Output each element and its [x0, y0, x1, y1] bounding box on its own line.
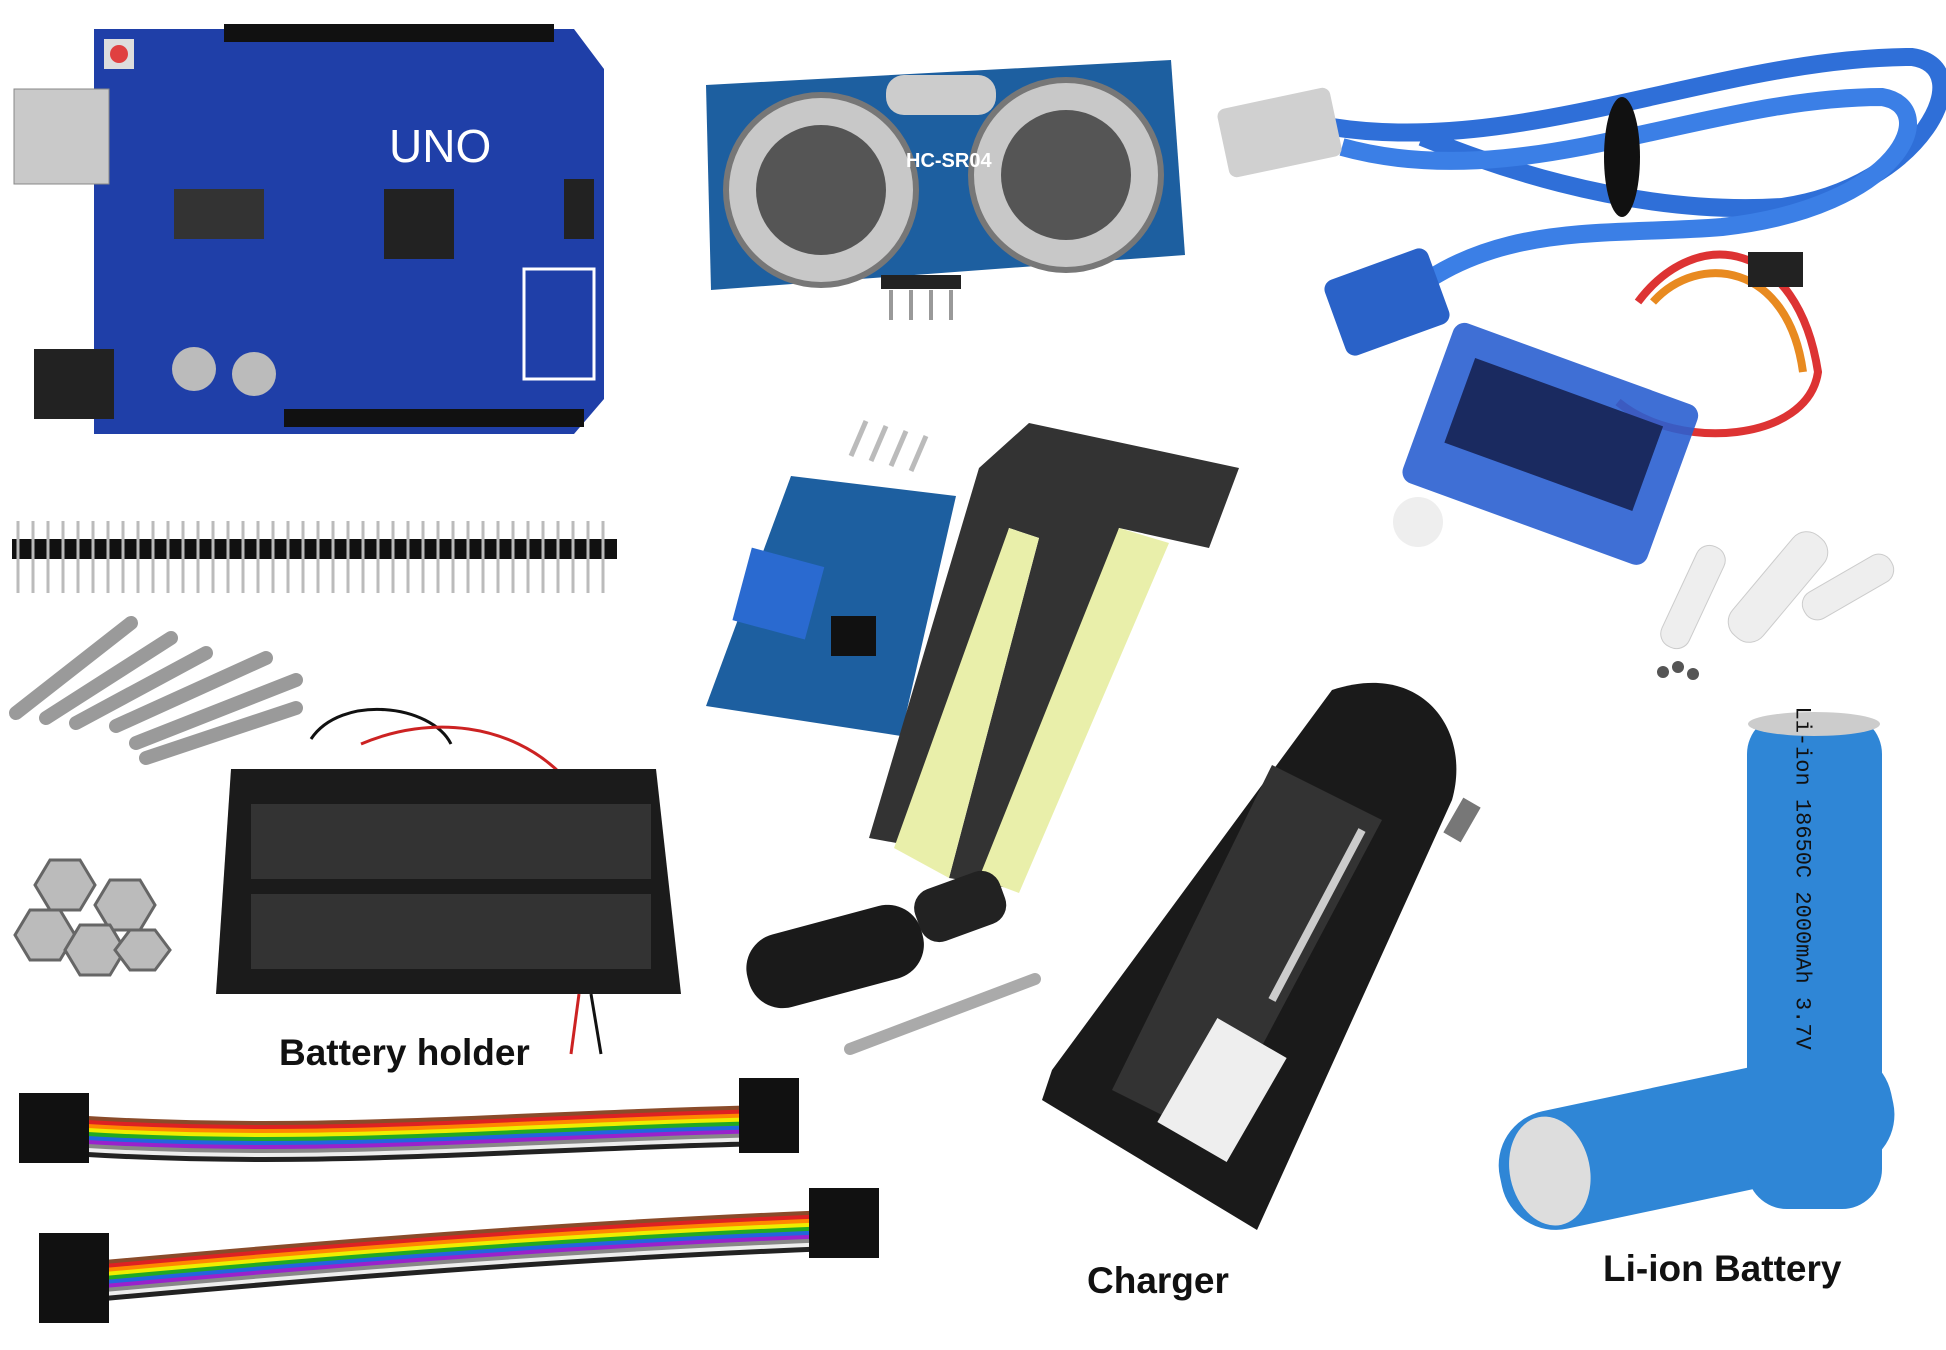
- jumper-wire: [78, 1121, 750, 1142]
- jumper-wire: [78, 1129, 750, 1150]
- jumper-wire: [98, 1226, 820, 1282]
- battery-graphic: [1498, 712, 1895, 1230]
- hex-nuts: [13, 858, 172, 977]
- li-ion-batteries: Li-ion 18650C 2000mAh 3.7V: [1477, 707, 1917, 1230]
- usb-cable: [1217, 47, 1946, 356]
- battery-holder-label: Battery holder: [279, 1032, 530, 1073]
- pin-header-strip: [12, 521, 617, 593]
- jumper-wire: [98, 1234, 820, 1290]
- jumper-wire: [78, 1133, 750, 1154]
- arduino-board-graphic: [13, 24, 604, 434]
- hc-sr04-print: HC-SR04: [906, 150, 992, 172]
- jumper-wire: [78, 1113, 750, 1134]
- servo-motor: [1393, 250, 1895, 680]
- ultrasonic-graphic: [706, 60, 1185, 320]
- arduino-uno-board: UNO: [13, 19, 608, 440]
- soil-moisture-probe: [869, 423, 1239, 893]
- jumper-wire: [98, 1238, 820, 1294]
- jumper-wire: [78, 1109, 750, 1130]
- screws: [9, 616, 303, 765]
- jumper-wire: [78, 1105, 750, 1126]
- ultrasonic-sensor: HC-SR04: [701, 50, 1185, 323]
- battery-holder: [216, 707, 681, 1055]
- jumper-wire: [78, 1125, 750, 1146]
- arduino-uno-print: UNO: [389, 120, 492, 172]
- jumper-wire: [98, 1214, 820, 1270]
- charger-label: Charger: [1087, 1260, 1229, 1301]
- jumper-wire: [78, 1141, 750, 1162]
- audio-jack-connector: [746, 870, 1041, 1055]
- jumper-wire: [98, 1242, 820, 1298]
- jumper-wire: [98, 1210, 820, 1266]
- soil-moisture-module: [706, 420, 956, 736]
- jumper-wire: [98, 1222, 820, 1278]
- jumper-wire: [98, 1218, 820, 1274]
- jumper-wires: [19, 1078, 879, 1323]
- battery-charger: [1042, 682, 1481, 1230]
- jumper-wire: [78, 1137, 750, 1158]
- battery-print: Li-ion 18650C 2000mAh 3.7V: [1789, 706, 1815, 1050]
- jumper-wire: [78, 1117, 750, 1138]
- jumper-wire: [98, 1246, 820, 1302]
- li-ion-battery-label: Li-ion Battery: [1603, 1248, 1842, 1289]
- jumper-wire: [98, 1230, 820, 1286]
